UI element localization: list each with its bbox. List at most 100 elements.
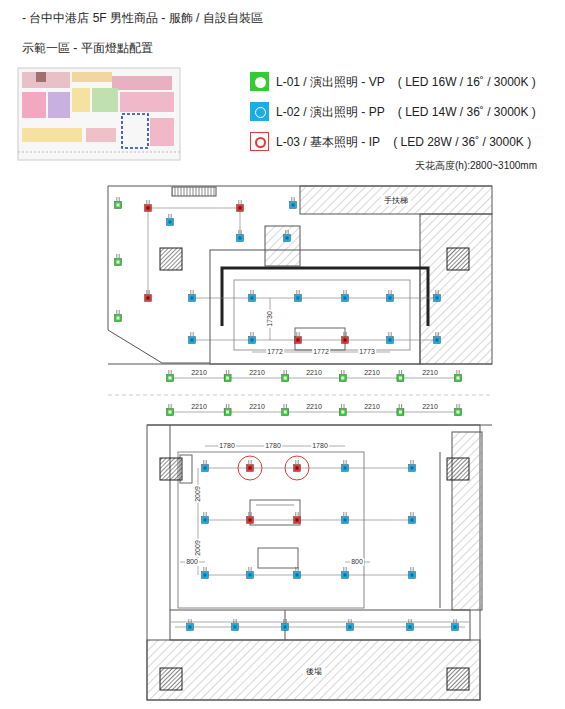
plan-stroke (344, 297, 347, 300)
plan-stroke (170, 425, 171, 610)
light-fixture (295, 290, 302, 302)
plan-stroke (189, 295, 196, 302)
legend-text: L-01 / 演出照明 - VP ( LED 16W / 16˚ / 3000K… (276, 74, 536, 91)
plan-stroke (172, 187, 216, 196)
plan-stroke (342, 295, 349, 302)
plan-stroke (343, 567, 344, 571)
light-fixture (407, 619, 414, 631)
plan-stroke (409, 626, 412, 629)
plan-stroke (409, 572, 416, 579)
dimension-label: 2210 (248, 403, 266, 411)
plan-stroke (344, 370, 345, 374)
light-fixture (409, 512, 416, 524)
plan-stroke (284, 411, 287, 414)
plan-stroke (346, 290, 347, 294)
plan-stroke (168, 214, 169, 218)
plan-stroke (192, 298, 437, 299)
plan-stroke (339, 375, 346, 382)
light-fixture (115, 310, 122, 322)
plan-stroke (399, 370, 400, 374)
light-fixture (167, 214, 174, 226)
light-fixture (339, 404, 346, 416)
plan-stroke (434, 337, 441, 344)
plan-stroke (436, 297, 439, 300)
dimension-label: 2210 (363, 403, 381, 411)
key-map (18, 68, 180, 160)
plan-stroke (18, 152, 180, 153)
plan-stroke (222, 268, 428, 326)
plan-stroke (250, 290, 251, 294)
plan-stroke (248, 567, 249, 571)
plan-stroke (167, 219, 174, 226)
plan-stroke (282, 375, 289, 382)
plan-stroke (284, 404, 285, 408)
plan-stroke (397, 375, 404, 382)
plan-stroke (148, 208, 240, 209)
title: - 台中中港店 5F 男性商品 - 服飾 / 自設自裝區 (22, 10, 263, 27)
plan-stroke (343, 290, 344, 294)
light-fixture (202, 567, 209, 579)
plan-stroke (188, 619, 189, 623)
plan-stroke (190, 332, 191, 336)
plan-stroke (232, 624, 239, 631)
plan-stroke (459, 370, 460, 374)
plan-stroke (407, 624, 414, 631)
dimension-label: 1780 (264, 442, 282, 450)
light-fixture (339, 370, 346, 382)
plan-stroke (447, 668, 469, 690)
legend-swatch (250, 72, 269, 91)
light-fixture (145, 200, 152, 212)
legend-row: L-01 / 演出照明 - VP ( LED 16W / 16˚ / 3000K… (250, 72, 555, 92)
plan-stroke (401, 370, 402, 374)
plan-stroke (191, 297, 194, 300)
plan-stroke (447, 248, 469, 270)
plan-stroke (298, 512, 299, 516)
plan-stroke (224, 409, 231, 416)
plan-stroke (108, 395, 492, 396)
plan-stroke (189, 337, 196, 344)
plan-stroke (234, 280, 410, 350)
light-fixture (342, 290, 349, 302)
plan-stroke (171, 370, 172, 374)
light-fixture (452, 619, 459, 631)
plan-stroke (112, 76, 172, 90)
plan-stroke (296, 519, 299, 522)
zone-label: 手扶梯 (381, 195, 411, 206)
plan-stroke (92, 88, 118, 112)
light-fixtures (115, 197, 462, 631)
plan-stroke (295, 567, 296, 571)
plan-stroke (420, 214, 492, 364)
plan-stroke (435, 332, 436, 336)
plan-stroke (18, 68, 180, 160)
plan-stroke (171, 404, 172, 408)
plan-stroke (349, 626, 352, 629)
floor-zone: 後場 (186, 650, 442, 692)
plan-stroke (203, 567, 204, 571)
plan-stroke (399, 411, 402, 414)
plan-stroke (226, 411, 229, 414)
plan-stroke (251, 339, 254, 342)
plan-stroke (286, 404, 287, 408)
plan-stroke (170, 378, 458, 379)
dimension-label: 2210 (190, 403, 208, 411)
plan-stroke (205, 575, 412, 576)
light-fixture (342, 460, 349, 472)
plan-stroke (344, 339, 347, 342)
light-fixture (409, 567, 416, 579)
plan-stroke (294, 197, 295, 201)
plan-stroke (248, 512, 249, 516)
plan-stroke (167, 375, 174, 382)
plan-stroke (202, 572, 209, 579)
plan-stroke (108, 186, 492, 363)
plan-stroke (115, 259, 122, 266)
plan-stroke (119, 197, 120, 201)
plan-stroke (388, 332, 389, 336)
dimension-label: 2009 (194, 485, 202, 503)
light-fixture (202, 512, 209, 524)
legend-swatch (250, 102, 269, 121)
plan-stroke (116, 254, 117, 258)
plan-stroke (228, 404, 229, 408)
note-text: 示範一區 - 平面燈點配置 (22, 40, 153, 57)
dimension-label: 800 (185, 558, 199, 566)
plan-stroke (298, 460, 299, 464)
